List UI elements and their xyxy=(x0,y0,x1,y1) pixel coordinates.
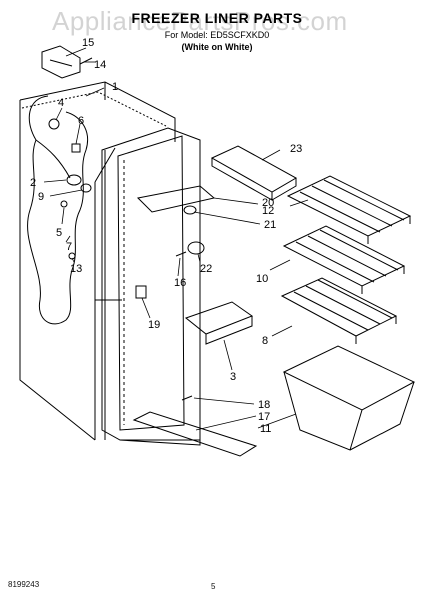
callout-22: 22 xyxy=(200,263,212,275)
part-8-shelf xyxy=(280,277,398,344)
part-16-screw xyxy=(175,251,187,257)
part-17-rail xyxy=(132,411,258,457)
callout-19: 19 xyxy=(148,319,160,331)
callout-8: 8 xyxy=(262,335,268,347)
freezer-liner xyxy=(19,81,200,441)
callout-17: 17 xyxy=(258,411,270,423)
part-15-bracket xyxy=(41,45,81,79)
callout-5: 5 xyxy=(56,227,62,239)
callout-16: 16 xyxy=(174,277,186,289)
part-12-shelf xyxy=(286,175,412,244)
page-title: FREEZER LINER PARTS xyxy=(131,10,303,26)
part-18-screw xyxy=(181,395,193,401)
part-6-clip xyxy=(71,143,81,153)
callout-21: 21 xyxy=(264,219,276,231)
footer-page-number: 5 xyxy=(211,582,216,591)
leader-lines xyxy=(43,47,309,431)
callout-12: 12 xyxy=(262,205,274,217)
part-21-knob xyxy=(183,205,197,215)
callout-15: 15 xyxy=(82,37,94,49)
callout-14: 14 xyxy=(94,59,106,71)
callout-18: 18 xyxy=(258,399,270,411)
part-11-bin xyxy=(282,345,416,451)
callout-2: 2 xyxy=(30,177,36,189)
callout-1: 1 xyxy=(112,81,118,93)
callout-7: 7 xyxy=(66,241,72,253)
callout-9: 9 xyxy=(38,191,44,203)
wire-harness xyxy=(27,95,88,325)
part-4-sensor xyxy=(48,118,60,130)
callout-10: 10 xyxy=(256,273,268,285)
part-20-bracket xyxy=(136,185,216,213)
part-14-screw xyxy=(79,57,93,65)
callout-6: 6 xyxy=(78,115,84,127)
callout-labels: 15 14 1 4 6 2 9 5 7 13 23 20 12 21 22 16… xyxy=(30,37,302,435)
part-3-cover xyxy=(184,301,254,335)
footer-code: 8199243 xyxy=(8,580,40,589)
part-23-ice-tray xyxy=(210,145,298,201)
model-line: For Model: ED5SCFXKD0 xyxy=(164,30,270,40)
callout-20: 20 xyxy=(262,197,274,209)
part-22-control xyxy=(187,241,205,255)
callout-23: 23 xyxy=(290,143,302,155)
part-9-cap xyxy=(80,183,92,193)
part-13-clip xyxy=(68,252,76,260)
callout-4: 4 xyxy=(58,97,64,109)
part-5-clip xyxy=(60,200,68,208)
part-2-fan xyxy=(66,174,82,186)
part-10-shelf xyxy=(282,225,406,294)
callout-11: 11 xyxy=(260,423,271,435)
part-19-clip xyxy=(135,285,147,299)
callout-13: 13 xyxy=(70,263,82,275)
divider-wall xyxy=(101,127,201,446)
watermark: AppliancePartsPros.com xyxy=(52,6,348,36)
callout-3: 3 xyxy=(230,371,236,383)
color-note: (White on White) xyxy=(181,42,253,52)
